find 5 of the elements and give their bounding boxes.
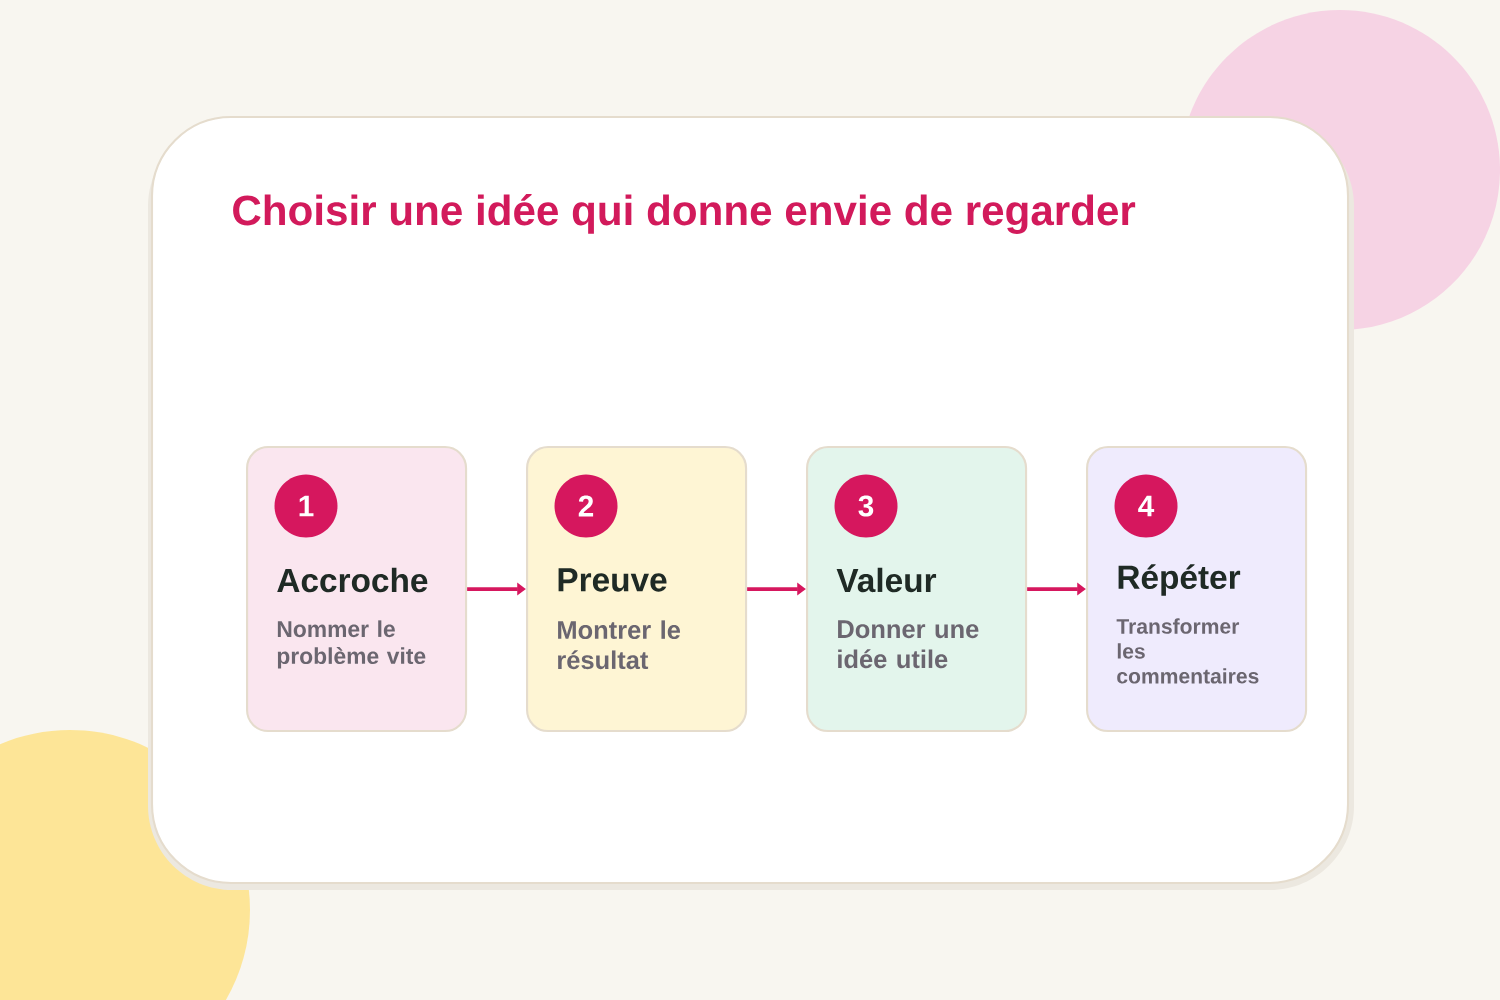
number-badge: 2 (554, 474, 618, 538)
number-badge: 1 (274, 474, 338, 538)
number-badge: 4 (1114, 474, 1178, 538)
title: Choisir une idée qui donne envie de regarder (233, 194, 1136, 234)
number-badge: 3 (834, 474, 898, 538)
